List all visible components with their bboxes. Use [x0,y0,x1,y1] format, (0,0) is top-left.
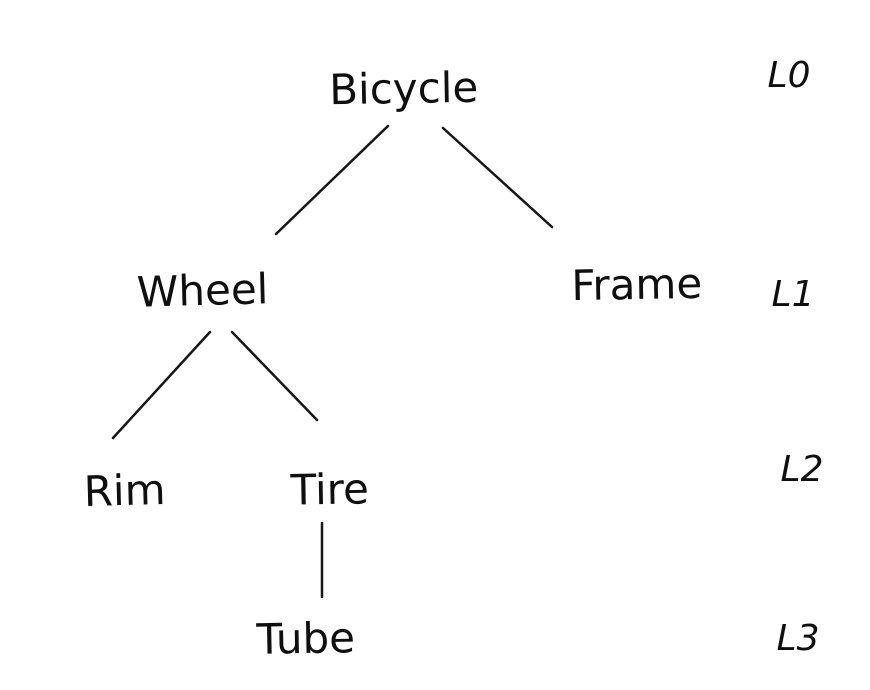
node-bicycle: Bicycle [329,63,479,115]
level-label-l0: L0 [768,55,811,96]
level-label-l1: L1 [772,274,815,315]
level-label-l2: L2 [781,449,824,490]
edge-bicycle-frame [441,126,554,229]
node-tube: Tube [255,613,355,664]
tree-edges [111,124,554,599]
level-label-l3: L3 [777,618,820,659]
level-labels: L0 L1 L2 L3 [768,55,824,659]
node-rim: Rim [83,465,166,516]
node-tire: Tire [289,464,369,514]
tree-nodes: Bicycle Wheel Frame Rim Tire Tube [83,63,702,664]
edge-bicycle-wheel [274,124,390,236]
node-wheel: Wheel [136,264,269,316]
edge-wheel-tire [230,330,319,422]
edge-wheel-rim [111,330,212,440]
node-frame: Frame [571,259,703,310]
